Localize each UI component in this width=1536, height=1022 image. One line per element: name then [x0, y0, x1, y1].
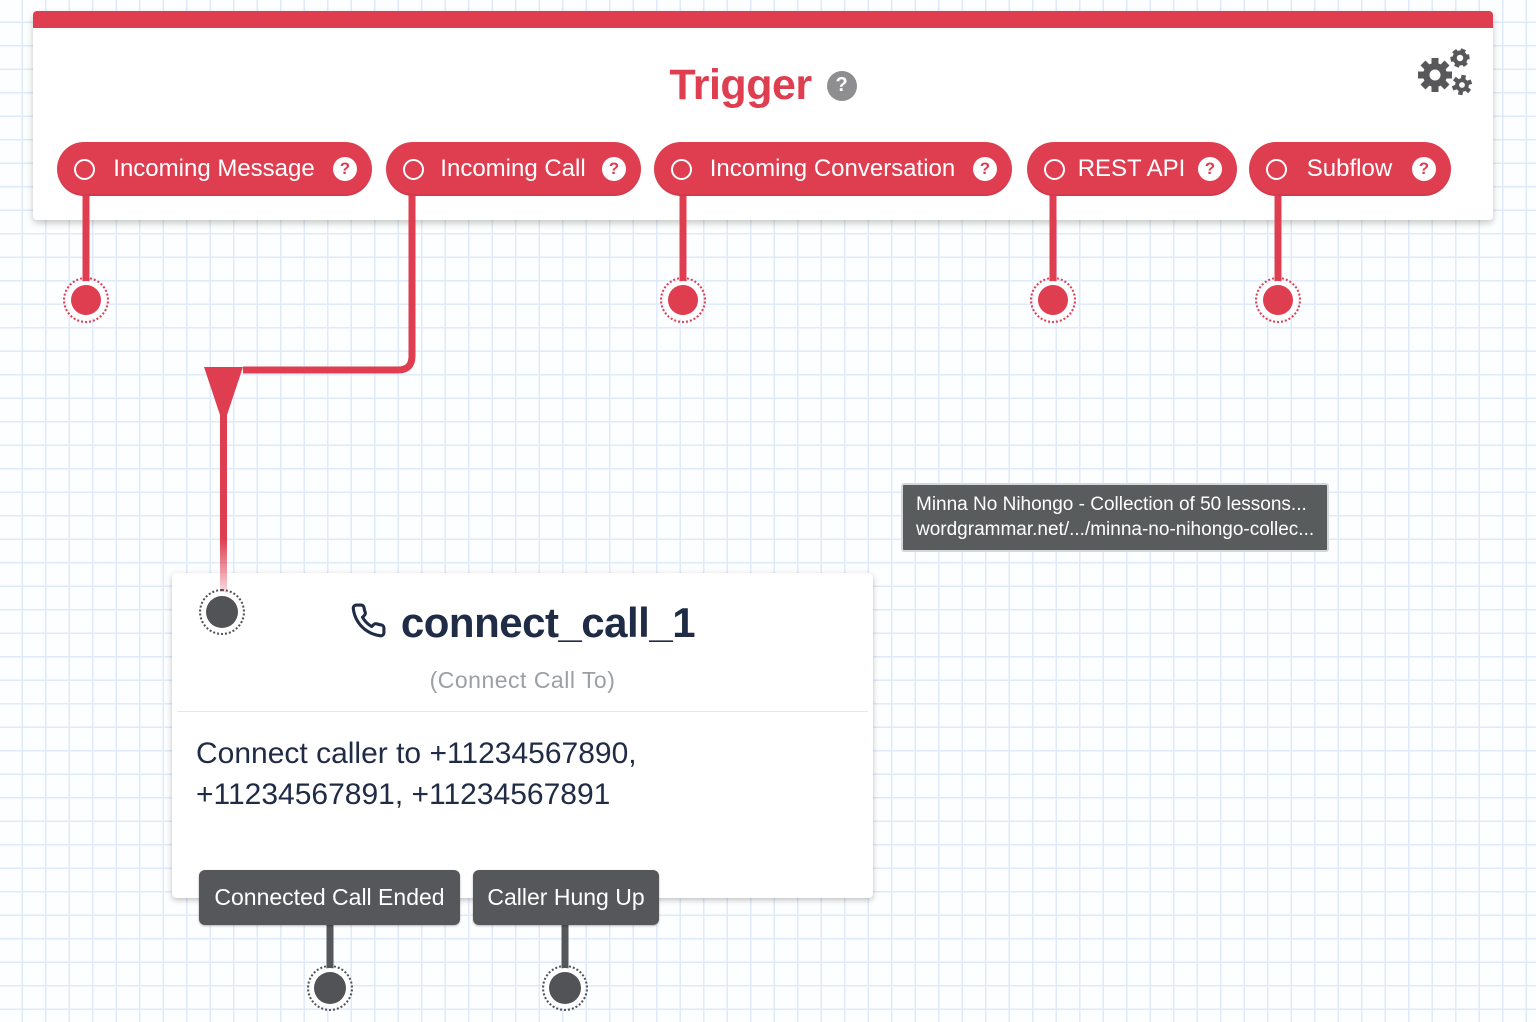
trigger-widget[interactable]: Trigger ?: [33, 11, 1493, 220]
trigger-stems: [82, 190, 1282, 283]
trigger-button-label: Incoming Call: [440, 155, 586, 182]
port-subflow[interactable]: [1255, 277, 1301, 323]
radio-circle-icon: [403, 158, 424, 180]
trigger-button-label: REST API: [1077, 155, 1186, 182]
help-icon[interactable]: ?: [1412, 157, 1436, 181]
connector-arrowhead: [204, 367, 243, 415]
widget-divider: [177, 711, 868, 712]
help-icon[interactable]: ?: [602, 157, 626, 181]
radio-circle-icon: [1266, 158, 1287, 180]
port-caller-hung-up[interactable]: [542, 965, 588, 1011]
connect-call-widget[interactable]: connect_call_1 (Connect Call To) Connect…: [172, 573, 873, 925]
radio-circle-icon: [671, 158, 692, 180]
trigger-button-label: Incoming Conversation: [709, 155, 956, 182]
trigger-title-row: Trigger ?: [33, 61, 1493, 110]
port-incoming-message[interactable]: [63, 277, 109, 323]
help-icon[interactable]: ?: [333, 157, 357, 181]
transition-caller-hung-up[interactable]: Caller Hung Up: [473, 870, 659, 925]
description-line: Connect caller to +11234567890,: [196, 737, 637, 770]
trigger-button-label: Subflow: [1306, 155, 1393, 182]
trigger-top-bar: [33, 11, 1493, 28]
radio-circle-icon: [1044, 158, 1065, 180]
port-widget-input[interactable]: [199, 589, 245, 635]
trigger-button-subflow[interactable]: Subflow ?: [1249, 142, 1451, 196]
tooltip-url: wordgrammar.net/.../minna-no-nihongo-col…: [916, 519, 1315, 540]
port-incoming-conversation[interactable]: [660, 277, 706, 323]
port-connected-call-ended[interactable]: [307, 965, 353, 1011]
phone-icon: [350, 602, 387, 644]
trigger-title: Trigger: [669, 61, 812, 109]
transition-stems: [326, 920, 569, 973]
port-rest-api[interactable]: [1030, 277, 1076, 323]
widget-description: Connect caller to +11234567890, +1123456…: [172, 733, 873, 815]
radio-circle-icon: [74, 158, 95, 180]
incoming-call-connector[interactable]: [243, 190, 416, 374]
settings-gears-icon[interactable]: [1413, 45, 1477, 106]
widget-title-row: connect_call_1: [172, 599, 873, 647]
trigger-button-incoming-message[interactable]: Incoming Message ?: [57, 142, 372, 196]
widget-type-label: (Connect Call To): [429, 667, 616, 693]
trigger-button-incoming-conversation[interactable]: Incoming Conversation ?: [654, 142, 1012, 196]
help-icon[interactable]: ?: [1198, 157, 1222, 181]
trigger-button-rest-api[interactable]: REST API ?: [1027, 142, 1237, 196]
description-line: +11234567891, +11234567891: [196, 778, 611, 812]
link-preview-tooltip: Minna No Nihongo - Collection of 50 less…: [901, 483, 1330, 552]
trigger-button-label: Incoming Message: [113, 155, 315, 182]
help-icon[interactable]: ?: [973, 157, 997, 181]
trigger-help-icon[interactable]: ?: [826, 70, 857, 101]
transition-connected-call-ended[interactable]: Connected Call Ended: [199, 870, 460, 925]
trigger-button-incoming-call[interactable]: Incoming Call ?: [386, 142, 641, 196]
widget-name: connect_call_1: [400, 599, 696, 646]
tooltip-title: Minna No Nihongo - Collection of 50 less…: [916, 494, 1307, 515]
